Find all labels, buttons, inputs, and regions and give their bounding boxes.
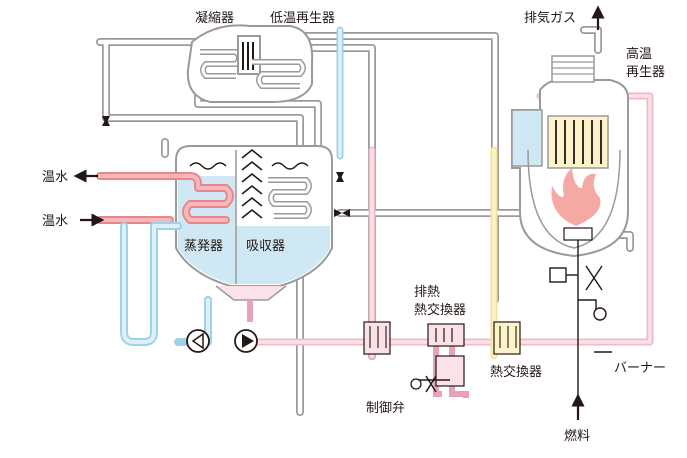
low-temp-generator-label: 低温再生器 — [270, 11, 335, 26]
control-valve-label: 制御弁 — [366, 401, 405, 416]
waste-heat-exchanger — [410, 323, 469, 398]
waste-heat-exchanger-label-line1: 排熱 — [414, 285, 440, 300]
control-valve-box — [435, 355, 465, 387]
burner-label: バーナー — [614, 361, 666, 376]
low-temp-heat-exchanger — [363, 321, 391, 355]
fuel-supply-line — [549, 240, 612, 412]
hot-water-out-label: 温水 — [42, 170, 68, 185]
evaporator-label: 蒸発器 — [184, 239, 223, 254]
exhaust-gas-label: 排気ガス — [524, 10, 576, 26]
heat-exchanger-label: 熱交換器 — [490, 364, 542, 380]
absorber-chevrons — [241, 148, 263, 219]
solution-pump — [234, 329, 258, 353]
burner-flame — [551, 168, 601, 226]
high-temp-generator — [511, 55, 629, 258]
small-check-valves — [102, 116, 350, 217]
high-temp-generator-label-line1: 高温 — [626, 46, 652, 62]
condenser-unit — [186, 24, 314, 103]
absorber-label: 吸収器 — [246, 239, 285, 254]
high-temp-generator-label-line2: 再生器 — [626, 65, 665, 80]
condenser-label: 凝縮器 — [195, 10, 234, 26]
evaporator-absorber-vessel — [175, 145, 333, 322]
high-temp-heat-exchanger — [493, 321, 521, 355]
refrigerant-pump — [186, 329, 210, 353]
waste-heat-exchanger-label-line2: 熱交換器 — [414, 302, 466, 318]
flow-arrows — [73, 5, 605, 420]
fuel-label: 燃料 — [564, 428, 590, 444]
hot-water-lines — [96, 172, 234, 224]
hot-water-in-label: 温水 — [42, 214, 68, 229]
